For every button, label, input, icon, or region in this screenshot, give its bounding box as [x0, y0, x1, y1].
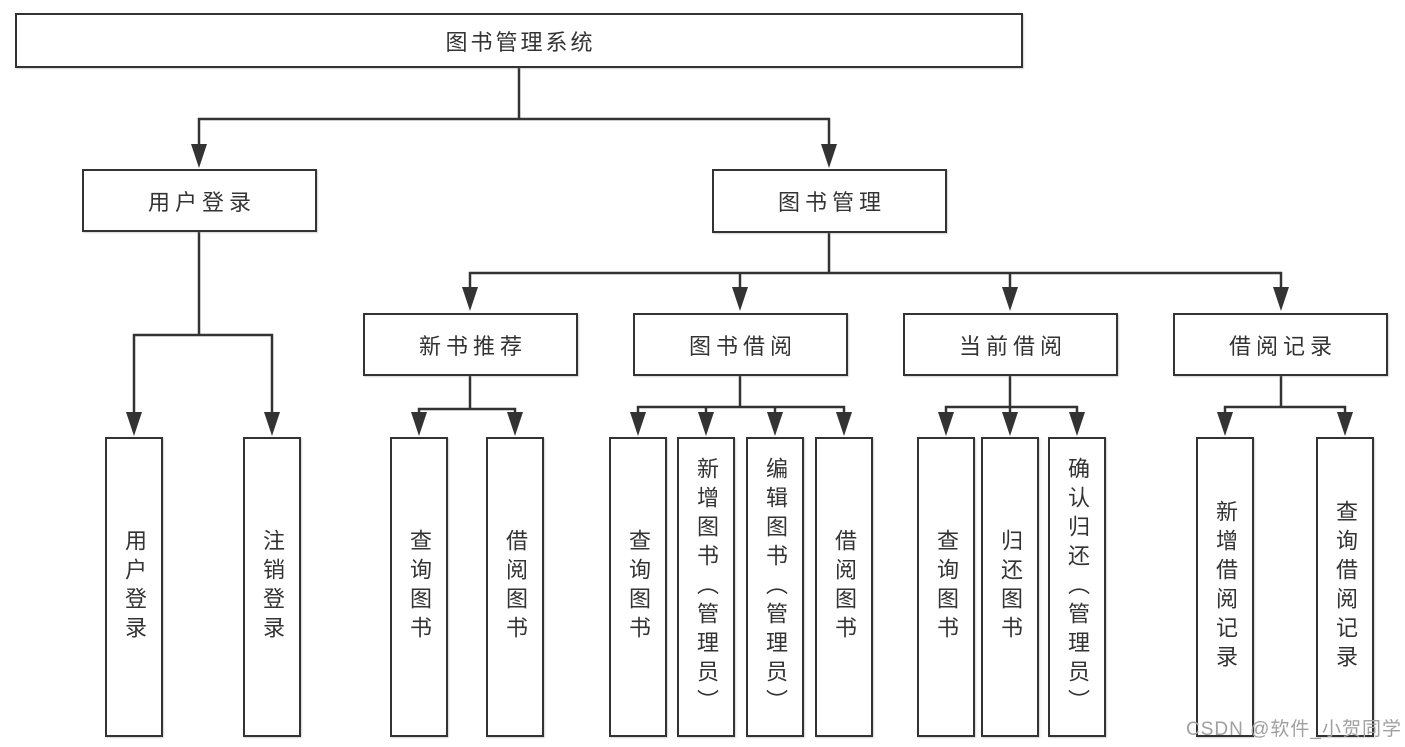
node-root-label: 图书管理系统	[445, 29, 596, 55]
leaf-query-books-current: 查询图书	[917, 437, 975, 737]
leaf-borrow-books-label: 借阅图书	[832, 529, 857, 645]
leaf-edit-book-admin: 编辑图书（管理员）	[746, 437, 804, 737]
leaf-query-books-current-label: 查询图书	[934, 529, 959, 645]
leaf-logout-label: 注销登录	[260, 529, 285, 645]
leaf-user-login-label: 用户登录	[122, 529, 147, 645]
watermark-text: CSDN @软件_小贺同学	[1186, 719, 1402, 740]
leaf-edit-book-admin-label: 编辑图书（管理员）	[763, 456, 788, 718]
node-book-management: 图书管理	[712, 169, 947, 233]
node-new-book-recommend-label: 新书推荐	[418, 333, 527, 359]
leaf-borrow-books-recommend-label: 借阅图书	[503, 529, 528, 645]
leaf-query-books-borrow: 查询图书	[609, 437, 667, 737]
node-current-borrow: 当前借阅	[903, 313, 1118, 376]
node-borrow-records-label: 借阅记录	[1228, 333, 1337, 359]
leaf-query-books-recommend: 查询图书	[390, 437, 448, 737]
leaf-query-borrow-record: 查询借阅记录	[1316, 437, 1374, 737]
leaf-borrow-books-recommend: 借阅图书	[486, 437, 544, 737]
leaf-query-borrow-record-label: 查询借阅记录	[1333, 500, 1358, 674]
node-borrow-records: 借阅记录	[1173, 313, 1388, 376]
leaf-add-book-admin-label: 新增图书（管理员）	[694, 456, 719, 718]
node-book-borrow-label: 图书借阅	[688, 333, 797, 359]
leaf-return-book: 归还图书	[981, 437, 1039, 737]
leaf-return-book-label: 归还图书	[998, 529, 1023, 645]
leaf-add-borrow-record: 新增借阅记录	[1196, 437, 1254, 737]
leaf-borrow-books: 借阅图书	[815, 437, 873, 737]
leaf-add-book-admin: 新增图书（管理员）	[677, 437, 735, 737]
node-book-management-label: 图书管理	[777, 190, 886, 215]
node-book-borrow: 图书借阅	[633, 313, 848, 376]
leaf-query-books-borrow-label: 查询图书	[626, 529, 651, 645]
node-current-borrow-label: 当前借阅	[958, 333, 1067, 359]
node-user-login: 用户登录	[82, 169, 317, 232]
leaf-add-borrow-record-label: 新增借阅记录	[1213, 500, 1238, 674]
leaf-logout: 注销登录	[243, 437, 301, 737]
leaf-confirm-return-admin: 确认归还（管理员）	[1048, 437, 1106, 737]
node-root: 图书管理系统	[15, 13, 1023, 68]
leaf-confirm-return-admin-label: 确认归还（管理员）	[1065, 456, 1090, 718]
leaf-user-login: 用户登录	[105, 437, 163, 737]
leaf-query-books-recommend-label: 查询图书	[407, 529, 432, 645]
node-new-book-recommend: 新书推荐	[363, 313, 578, 376]
node-user-login-label: 用户登录	[147, 189, 256, 215]
